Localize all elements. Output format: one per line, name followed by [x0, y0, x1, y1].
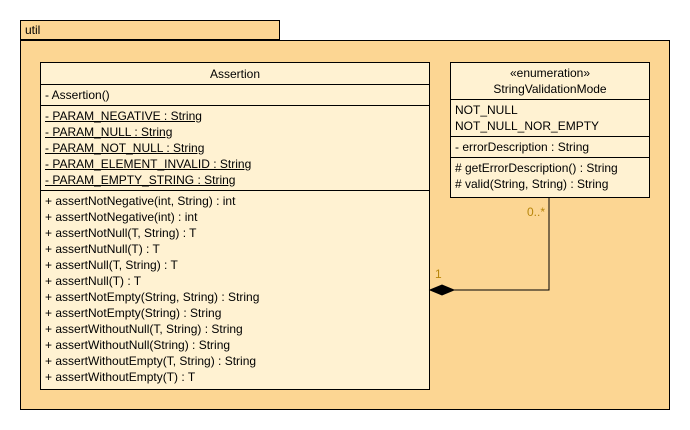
operation-row: + assertNutNull(T) : T [45, 242, 160, 256]
package-tab: util [20, 20, 280, 40]
svm-literals: NOT_NULL NOT_NULL_NOR_EMPTY [451, 100, 649, 137]
operation-row: # valid(String, String) : String [455, 177, 609, 191]
enum-literal-row: NOT_NULL [455, 103, 518, 117]
assertion-class[interactable]: Assertion - Assertion() - PARAM_NEGATIVE… [40, 62, 430, 390]
attribute-row: - PARAM_NOT_NULL : String [45, 141, 205, 155]
operation-row: + assertNull(T, String) : T [45, 258, 178, 272]
operation-row: + assertWithoutNull(T, String) : String [45, 322, 243, 336]
svm-class-name: StringValidationMode [493, 82, 607, 96]
operation-row: # getErrorDescription() : String [455, 161, 618, 175]
assertion-operations: + assertNotNegative(int, String) : int +… [41, 191, 429, 387]
operation-row: + assertWithoutNull(String) : String [45, 338, 231, 352]
attribute-row: - PARAM_ELEMENT_INVALID : String [45, 157, 252, 171]
assertion-attributes: - PARAM_NEGATIVE : String - PARAM_NULL :… [41, 106, 429, 191]
operation-row: + assertNotNegative(int) : int [45, 210, 198, 224]
operation-row: + assertNotNull(T, String) : T [45, 226, 197, 240]
package-name: util [25, 23, 41, 37]
operation-row: + assertNull(T) : T [45, 274, 142, 288]
assertion-constructors: - Assertion() [41, 85, 429, 106]
composition-diamond [428, 284, 456, 296]
svm-operations: # getErrorDescription() : String # valid… [451, 158, 649, 194]
operation-row: + assertWithoutEmpty(T) : T [45, 370, 196, 384]
operation-row: + assertNotNegative(int, String) : int [45, 194, 236, 208]
source-multiplicity: 1 [435, 267, 442, 281]
svm-attributes: - errorDescription : String [451, 137, 649, 158]
enum-literal-row: NOT_NULL_NOR_EMPTY [455, 119, 600, 133]
attribute-row: - PARAM_NULL : String [45, 125, 173, 139]
association-line[interactable] [454, 198, 550, 291]
constructor-row: - Assertion() [45, 88, 110, 102]
svm-stereotype: «enumeration» [509, 66, 591, 80]
operation-row: + assertNotEmpty(String) : String [45, 306, 222, 320]
assertion-class-name: Assertion [41, 63, 429, 85]
string-validation-mode-enum[interactable]: «enumeration» StringValidationMode NOT_N… [450, 62, 650, 198]
target-multiplicity: 0..* [527, 205, 545, 219]
attribute-row: - PARAM_NEGATIVE : String [45, 109, 202, 123]
operation-row: + assertWithoutEmpty(T, String) : String [45, 354, 257, 368]
svm-header: «enumeration» StringValidationMode [451, 63, 649, 100]
attribute-row: - errorDescription : String [455, 140, 590, 154]
operation-row: + assertNotEmpty(String, String) : Strin… [45, 290, 260, 304]
attribute-row: - PARAM_EMPTY_STRING : String [45, 173, 236, 187]
